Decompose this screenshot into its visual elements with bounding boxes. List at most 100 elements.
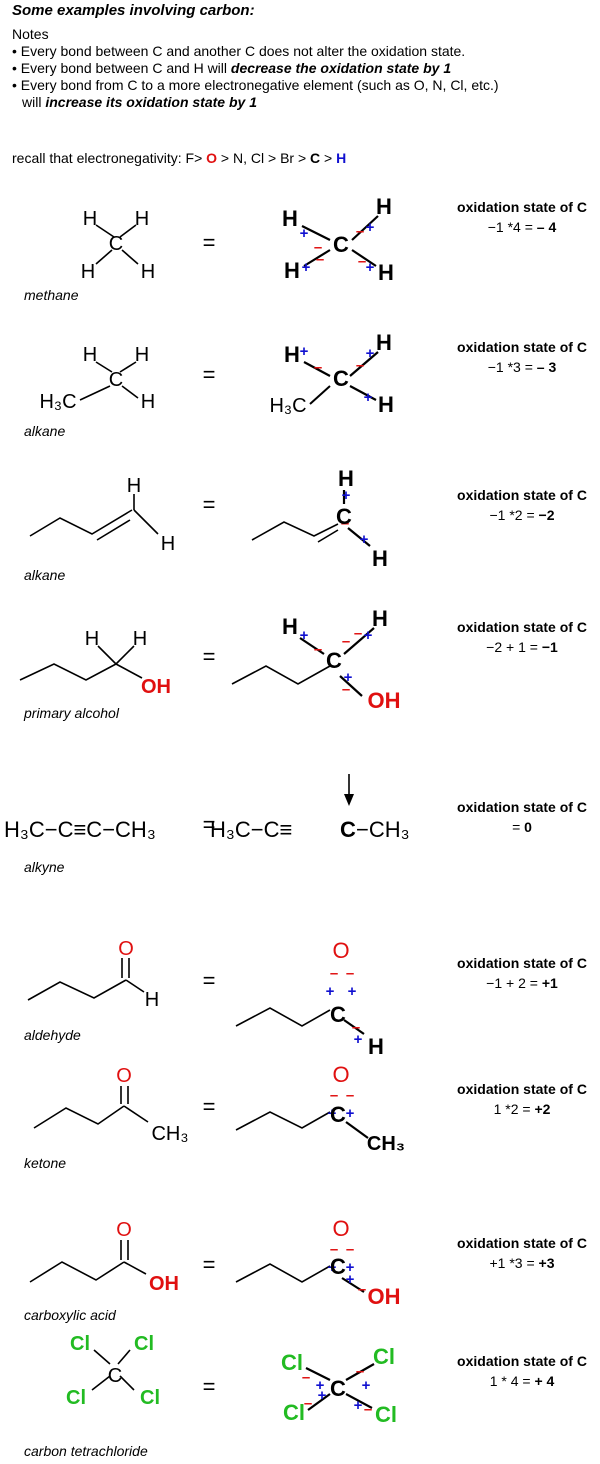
partial-negative: – (341, 515, 349, 532)
hydrogen-atom: H (284, 258, 300, 283)
hydroxyl-group: OH (141, 676, 171, 698)
equals-sign: = (203, 812, 216, 837)
methyl-group: H₃C (39, 391, 76, 413)
carbon-atom: C (330, 1254, 346, 1279)
chlorine-atom: Cl (140, 1387, 160, 1409)
notes-heading: Notes (12, 26, 49, 42)
hydrogen-atom: H (378, 392, 394, 417)
partial-negative: – (314, 239, 322, 256)
partial-positive: + (328, 1105, 337, 1122)
partial-negative: – (356, 1363, 364, 1380)
oxidation-state-value: 1 * 4 = + 4 (490, 1373, 555, 1389)
equals-sign: = (203, 492, 216, 517)
equals-sign: = (203, 1094, 216, 1119)
chlorine-atom: Cl (373, 1344, 395, 1369)
compound-label: methane (24, 287, 79, 303)
compound-label: alkane (24, 423, 65, 439)
hydrogen-atom: H (145, 989, 159, 1011)
partial-positive: + (316, 1377, 325, 1394)
partial-negative: – (302, 1369, 310, 1386)
equals-sign: = (203, 1252, 216, 1277)
oxygen-atom: O (116, 1065, 132, 1087)
partial-positive: + (354, 1397, 363, 1414)
page-title: Some examples involving carbon: (12, 2, 255, 19)
compound-label: alkane (24, 567, 65, 583)
hydrogen-atom: H (378, 260, 394, 285)
oxidation-state-value: +1 *3 = +3 (489, 1255, 554, 1271)
equals-sign: = (203, 968, 216, 993)
oxidation-state-title: oxidation state of C (457, 1353, 587, 1369)
oxidation-state-title: oxidation state of C (457, 199, 587, 215)
partial-negative: – (364, 1401, 372, 1418)
partial-positive: + (344, 669, 353, 686)
equals-sign: = (203, 1374, 216, 1399)
equals-sign: = (203, 644, 216, 669)
partial-positive: + (346, 1259, 355, 1276)
oxygen-atom: O (332, 1062, 349, 1087)
hydrogen-atom: H (83, 344, 97, 366)
hydrogen-atom: H (282, 206, 298, 231)
hydrogen-atom: H (133, 628, 147, 650)
oxidation-state-value: −1 *3 = – 3 (488, 359, 557, 375)
oxidation-state-value: −1 + 2 = +1 (486, 975, 558, 991)
hydrogen-atom: H (284, 342, 300, 367)
hydrogen-atom: H (338, 466, 354, 491)
partial-negative: – (358, 253, 366, 270)
partial-positive: + (366, 345, 375, 362)
compound-label: carboxylic acid (24, 1307, 117, 1323)
partial-negative: – (330, 1241, 338, 1258)
chlorine-atom: Cl (134, 1333, 154, 1355)
carbon-atom: C (330, 1102, 346, 1127)
partial-negative: – (330, 965, 338, 982)
equals-sign: = (203, 230, 216, 255)
chlorine-atom: Cl (66, 1387, 86, 1409)
partial-positive: + (300, 225, 309, 242)
oxygen-atom: O (116, 1219, 132, 1241)
partial-positive: + (348, 983, 357, 1000)
partial-negative: – (356, 357, 364, 374)
chlorine-atom: Cl (70, 1333, 90, 1355)
electronegativity-recall: recall that electronegativity: F> O > N,… (12, 150, 347, 166)
partial-negative: – (346, 965, 354, 982)
oxidation-state-value: −1 *4 = – 4 (488, 219, 557, 235)
partial-negative: – (352, 1019, 360, 1036)
chlorine-atom: Cl (281, 1350, 303, 1375)
partial-negative: – (316, 251, 324, 268)
oxidation-state-title: oxidation state of C (457, 487, 587, 503)
partial-positive: + (364, 627, 373, 644)
compound-label: carbon tetrachloride (24, 1443, 148, 1459)
partial-negative: – (314, 359, 322, 376)
note-1: • Every bond between C and another C doe… (12, 43, 466, 59)
oxidation-state-value: −2 + 1 = −1 (486, 639, 558, 655)
alkyne-formula: −CH₃ (356, 817, 410, 842)
hydrogen-atom: H (282, 614, 298, 639)
hydroxyl-group: OH (149, 1273, 179, 1295)
partial-positive: + (318, 1387, 327, 1404)
partial-positive: + (302, 259, 311, 276)
methyl-group: H₃C (269, 395, 306, 417)
partial-positive: + (300, 627, 309, 644)
hydrogen-atom: H (372, 606, 388, 631)
carbon-atom: C (333, 366, 349, 391)
hydrogen-atom: H (85, 628, 99, 650)
oxygen-atom: O (332, 1216, 349, 1241)
hydroxyl-group: OH (368, 1284, 401, 1309)
partial-negative: – (342, 681, 350, 698)
partial-positive: + (346, 1271, 355, 1288)
compound-label: ketone (24, 1155, 66, 1171)
partial-positive: + (300, 343, 309, 360)
partial-negative: – (346, 1241, 354, 1258)
hydrogen-atom: H (127, 475, 141, 497)
partial-positive: + (326, 983, 335, 1000)
partial-positive: + (360, 531, 369, 548)
partial-positive: + (328, 1259, 337, 1276)
oxidation-state-value: −1 *2 = −2 (489, 507, 554, 523)
hydrogen-atom: H (135, 344, 149, 366)
compound-label: primary alcohol (23, 705, 120, 721)
partial-negative: – (314, 641, 322, 658)
carbon-atom: C (330, 1376, 346, 1401)
oxidation-state-title: oxidation state of C (457, 339, 587, 355)
partial-positive: + (362, 1377, 371, 1394)
compound-label: aldehyde (24, 1027, 81, 1043)
carbon-atom: C (109, 233, 123, 255)
